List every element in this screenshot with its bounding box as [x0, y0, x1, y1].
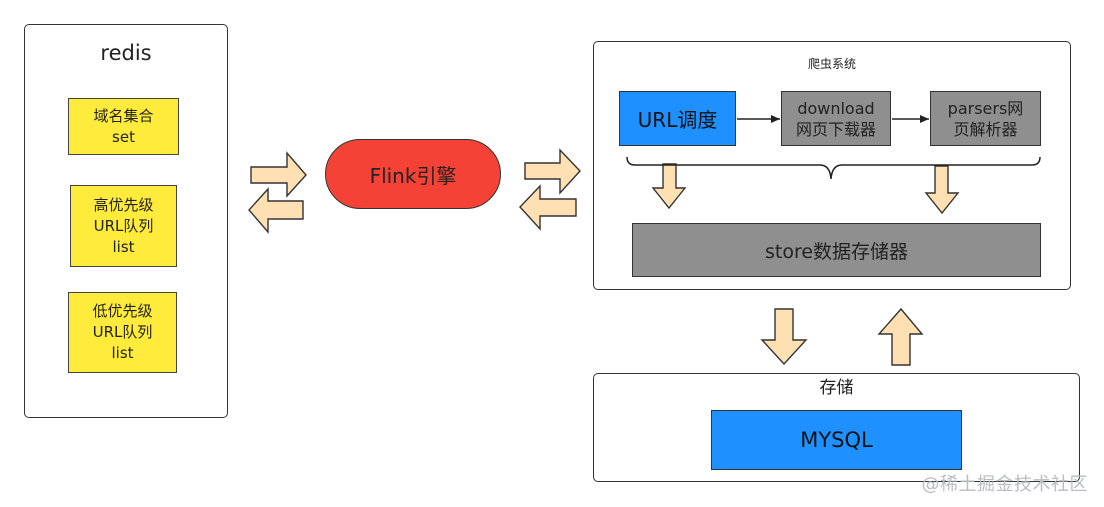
arrow-down-icon: [924, 165, 960, 215]
high-priority-queue-box: 高优先级 URL队列 list: [70, 185, 177, 267]
mysql-box: MYSQL: [711, 410, 962, 470]
domain-set-line1: 域名集合: [93, 106, 154, 125]
parser-box: parsers网 页解析器: [930, 91, 1041, 146]
low-priority-line2: URL队列: [92, 323, 153, 341]
downloader-box: download 网页下载器: [781, 91, 891, 146]
low-priority-line1: 低优先级: [92, 302, 153, 320]
flink-engine-node: Flink引擎: [325, 139, 501, 209]
parser-line2: 页解析器: [953, 119, 1018, 139]
url-scheduler-box: URL调度: [619, 91, 736, 146]
arrow-down-icon: [651, 163, 687, 210]
watermark-text: @稀土掘金技术社区: [921, 474, 1088, 495]
downloader-line2: 网页下载器: [795, 119, 876, 139]
high-priority-line1: 高优先级: [93, 195, 154, 214]
domain-set-box: 域名集合 set: [68, 98, 179, 155]
domain-set-line2: set: [112, 127, 135, 146]
low-priority-line3: list: [111, 344, 134, 362]
pipeline-brace: [626, 156, 1041, 180]
arrow-right-icon: [250, 151, 307, 198]
store-label: store数据存储器: [764, 240, 909, 263]
arrow-right-icon: [524, 148, 581, 195]
storage-title: 存储: [819, 378, 854, 398]
store-box: store数据存储器: [632, 223, 1041, 277]
arrow-down-icon: [760, 308, 808, 366]
redis-title: redis: [100, 41, 152, 65]
parser-line1: parsers网: [947, 98, 1024, 118]
high-priority-line2: URL队列: [93, 216, 154, 235]
high-priority-line3: list: [112, 237, 135, 256]
url-scheduler-label: URL调度: [637, 108, 718, 132]
flink-engine-label: Flink引擎: [369, 163, 457, 188]
mysql-label: MYSQL: [800, 428, 873, 452]
crawler-title: 爬虫系统: [807, 57, 856, 71]
low-priority-queue-box: 低优先级 URL队列 list: [68, 292, 177, 373]
arrow-left-icon: [519, 184, 577, 231]
arrow-left-icon: [248, 187, 304, 234]
arrow-up-icon: [877, 307, 924, 366]
downloader-line1: download: [797, 98, 875, 118]
